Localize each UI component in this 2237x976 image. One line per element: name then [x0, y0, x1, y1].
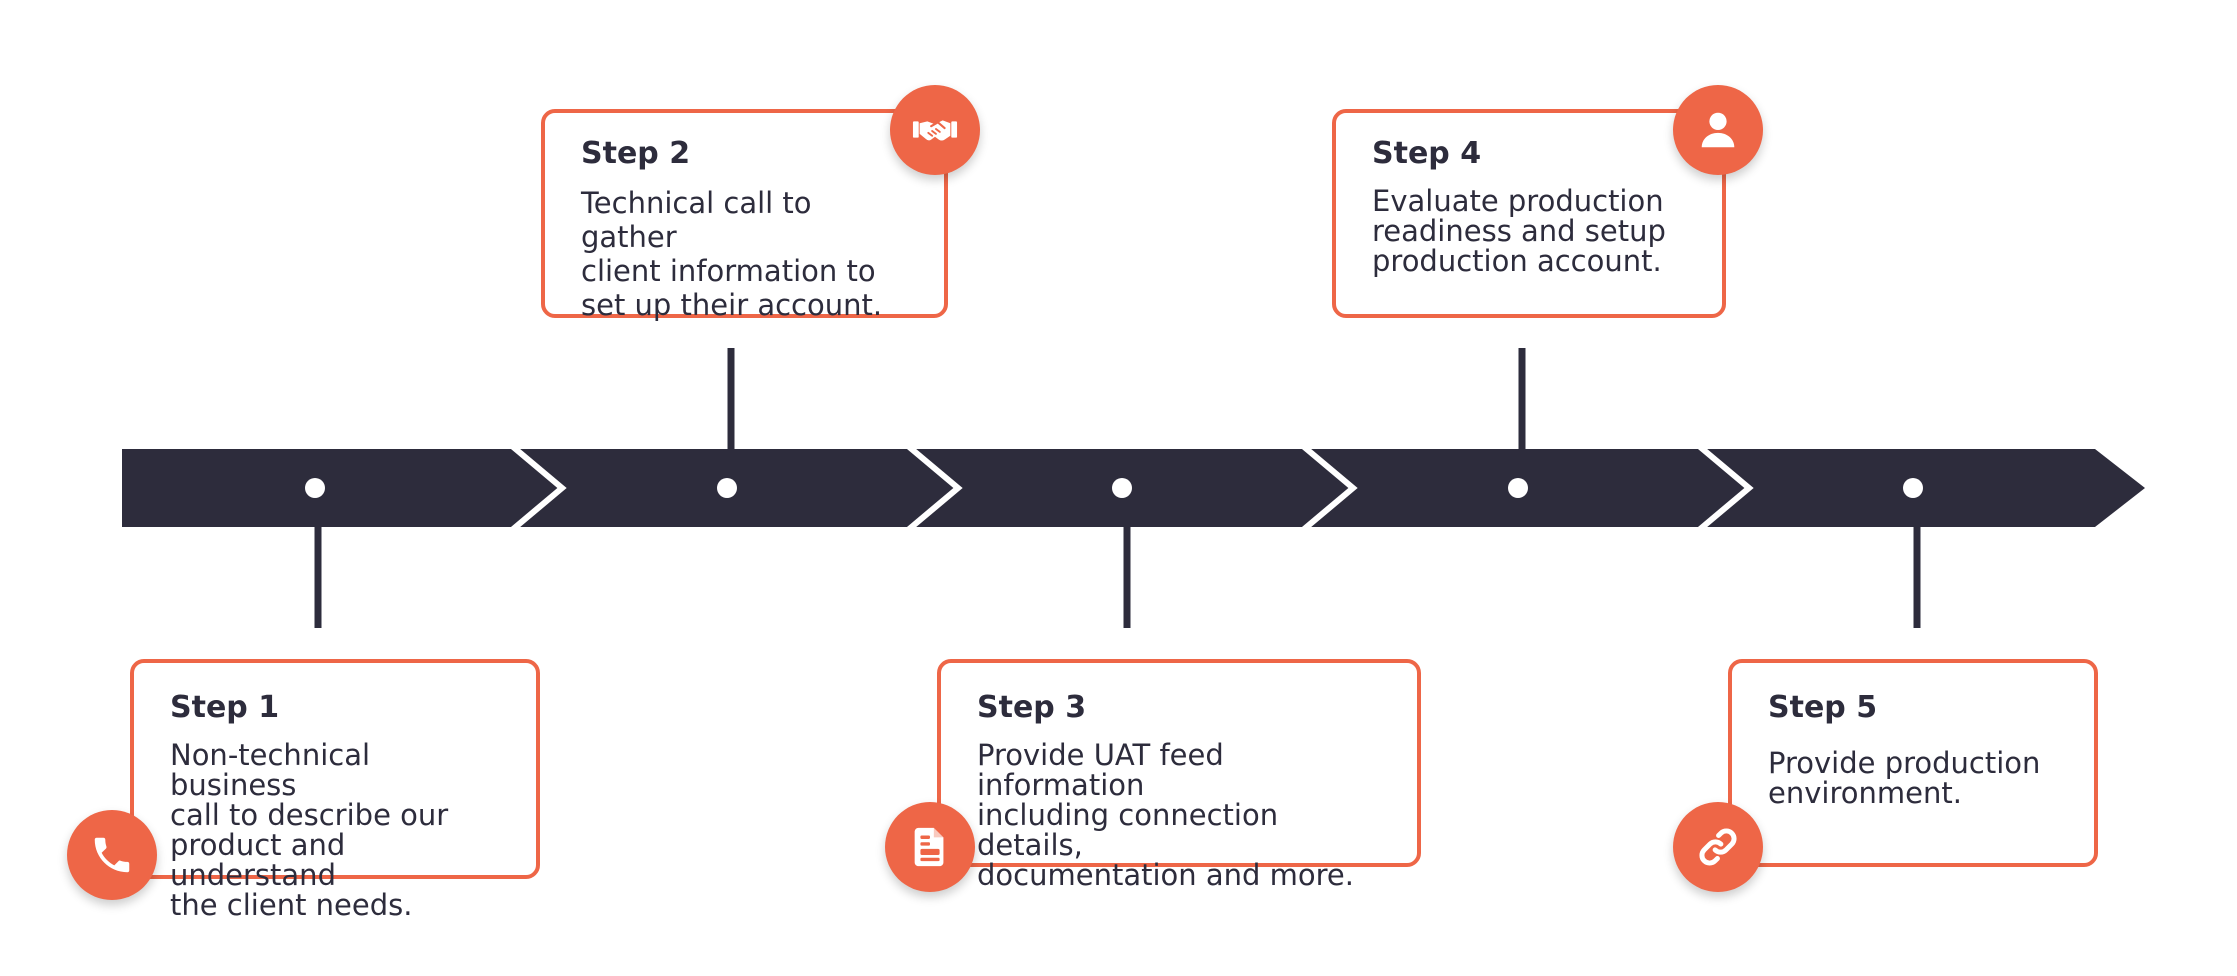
step-1-dot [305, 478, 325, 498]
handshake-icon [890, 85, 980, 175]
chevron-separator [1301, 443, 1358, 533]
chevron-separator [1697, 443, 1754, 533]
step-1-title: Step 1 [170, 690, 280, 725]
document-icon [885, 802, 975, 892]
step-3-title: Step 3 [977, 690, 1087, 725]
step-2-title: Step 2 [581, 136, 691, 171]
step-5-dot [1903, 478, 1923, 498]
step-4-title: Step 4 [1372, 136, 1482, 171]
step-1-card: Step 1 Non-technical business call to de… [130, 659, 540, 920]
chevron-separator [906, 443, 963, 533]
timeline-arrow-body [122, 449, 2145, 527]
chevron-separator [510, 443, 567, 533]
step-2-description: Technical call to gather client informat… [581, 186, 883, 322]
step-2-card: Step 2 Technical call to gather client i… [541, 109, 948, 322]
step-3-dot [1112, 478, 1132, 498]
user-icon [1673, 85, 1763, 175]
step-3-description: Provide UAT feed information including c… [977, 738, 1354, 892]
step-4-dot [1508, 478, 1528, 498]
step-4-card: Step 4 Evaluate production readiness and… [1332, 109, 1726, 318]
phone-icon [67, 810, 157, 900]
step-5-card: Step 5 Provide production environment. [1728, 659, 2098, 867]
step-4-description: Evaluate production readiness and setup … [1372, 184, 1666, 278]
step-5-title: Step 5 [1768, 690, 1878, 725]
step-2-dot [717, 478, 737, 498]
step-1-description: Non-technical business call to describe … [170, 738, 449, 922]
link-icon [1673, 802, 1763, 892]
step-5-description: Provide production environment. [1768, 746, 2041, 810]
step-3-card: Step 3 Provide UAT feed information incl… [937, 659, 1421, 890]
